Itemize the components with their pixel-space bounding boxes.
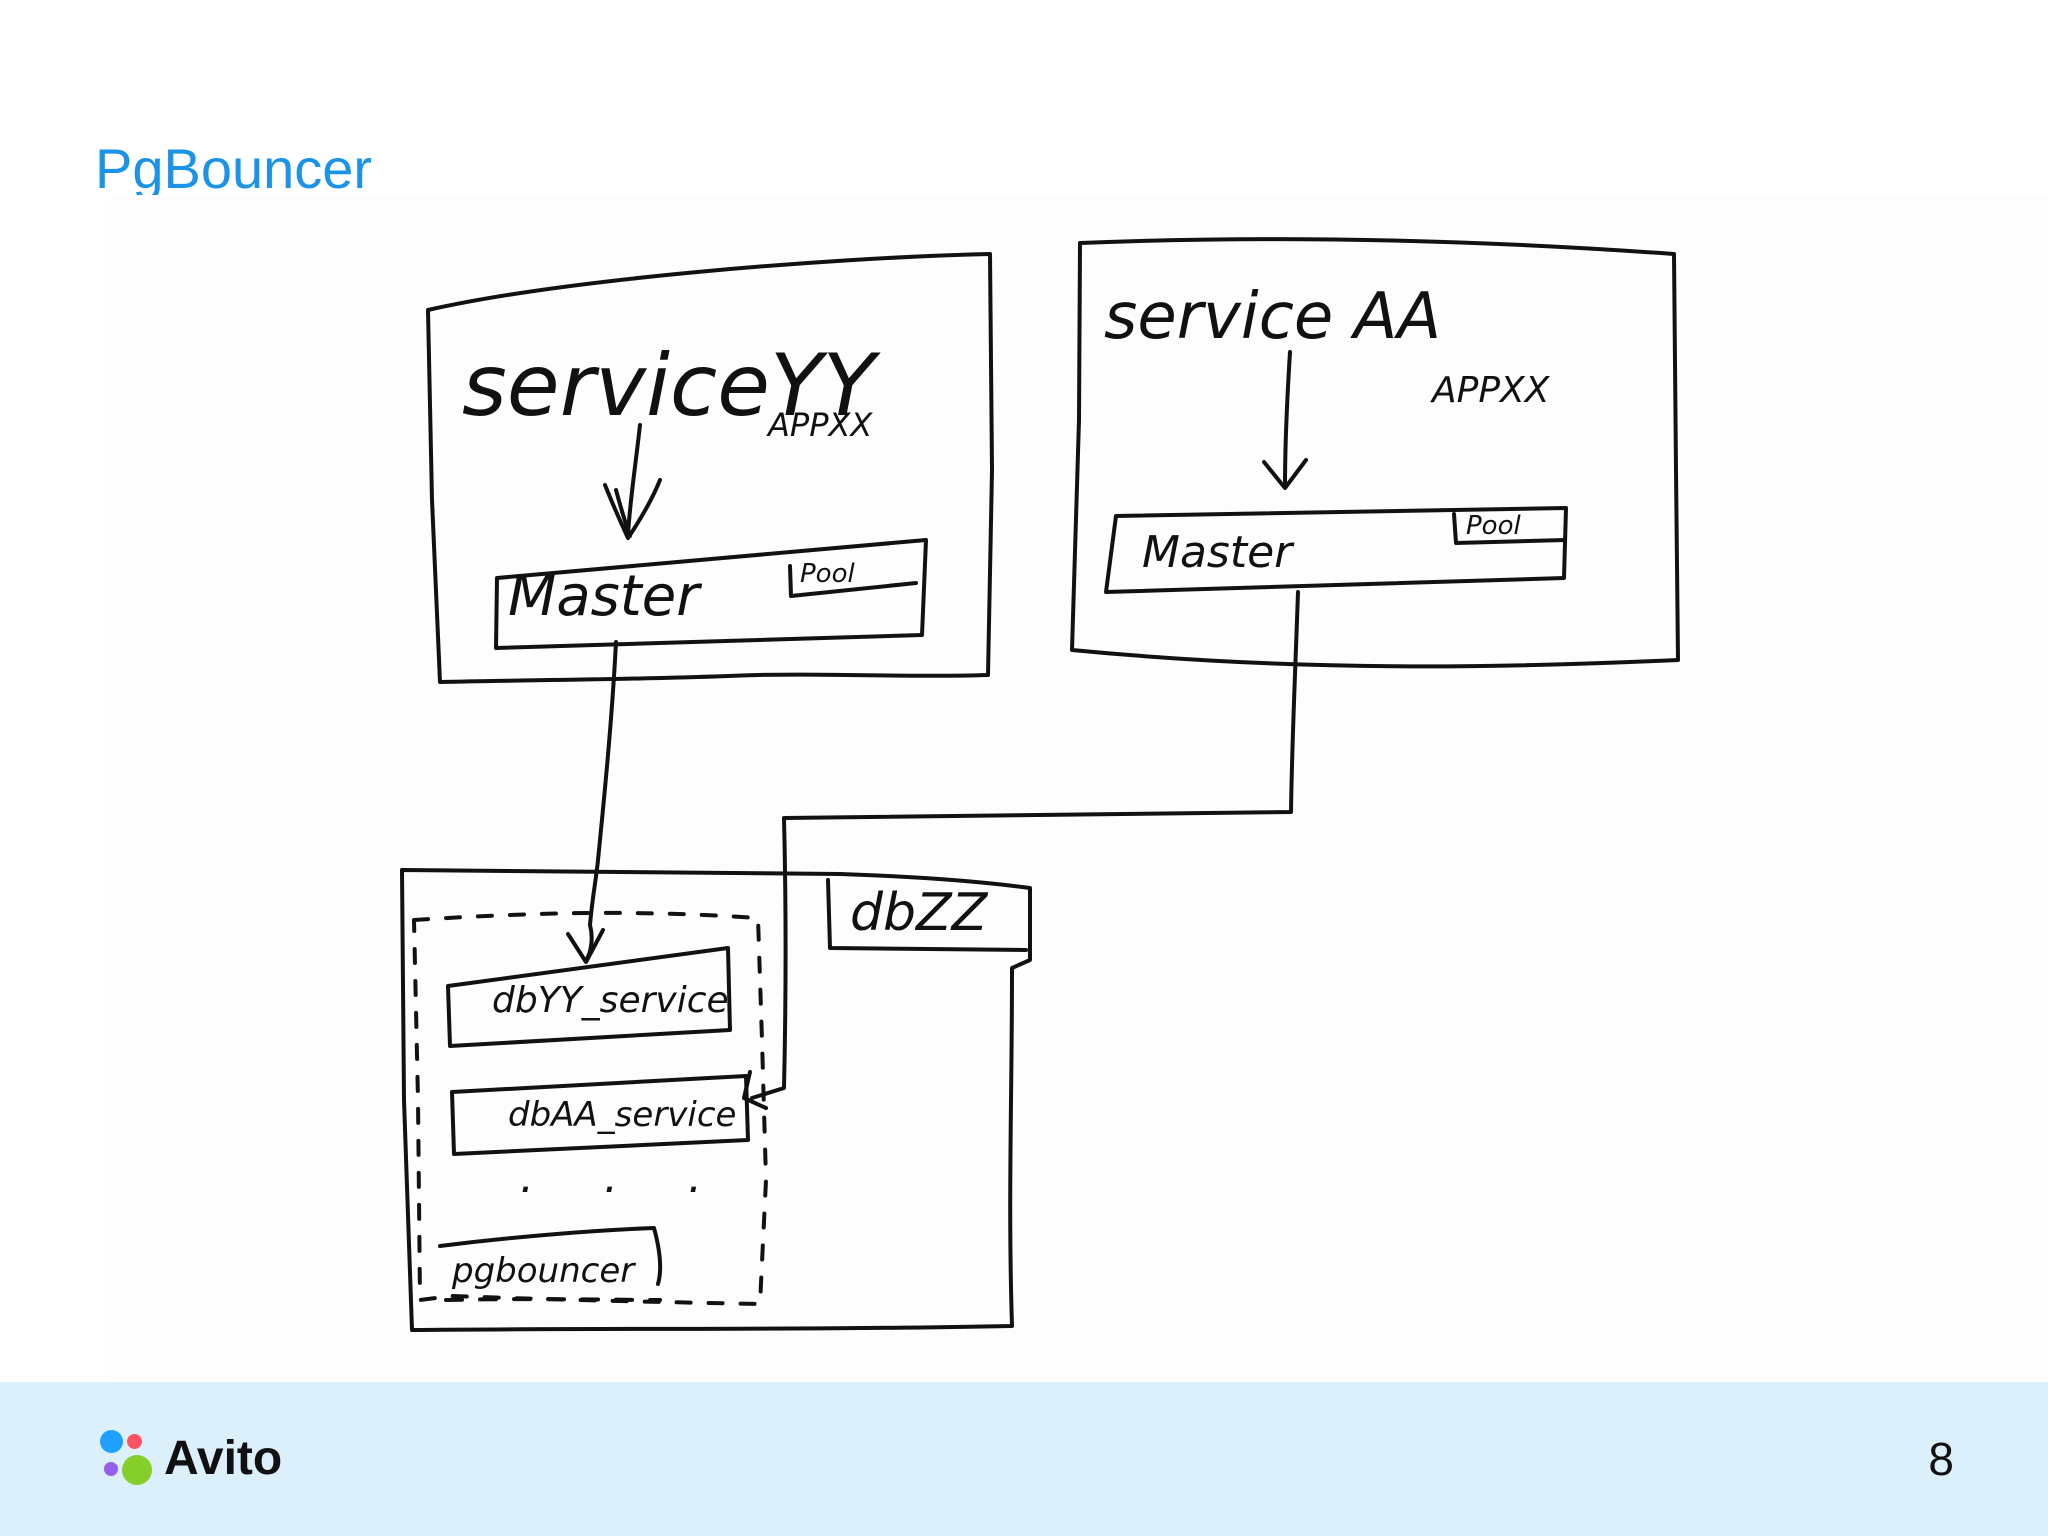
- db-row-2-box: [450, 1074, 750, 1156]
- footer-bar: Avito 8: [0, 1382, 2048, 1536]
- page-number: 8: [1928, 1433, 1954, 1485]
- service-aa-app-label: APPXX: [1430, 370, 1551, 411]
- logo-dot-blue: [100, 1430, 123, 1453]
- logo-dot-purple: [104, 1462, 118, 1476]
- service-yy-app-label: APPXX: [766, 406, 873, 444]
- db-host-label-box: [826, 878, 1028, 952]
- db-row-1-label: dbYY_service: [492, 980, 729, 1021]
- service-yy-title: serviceYY: [462, 336, 882, 436]
- service-yy-pool-box: [788, 564, 918, 598]
- connection-yy-to-dbyy: [584, 640, 618, 962]
- service-aa-pool-box: [1452, 512, 1567, 545]
- service-aa-title: service AA: [1104, 280, 1441, 354]
- pgbouncer-label: pgbouncer: [451, 1251, 636, 1291]
- service-aa-box: service AA APPXX Master Pool: [1070, 237, 1680, 669]
- service-aa-master-bar: [1104, 506, 1568, 594]
- connection-aa-to-dbaa: [750, 590, 1300, 1100]
- avito-logo-mark-icon: [98, 1430, 154, 1486]
- slide-title: PgBouncer: [95, 137, 373, 200]
- db-row-1-box: [446, 946, 732, 1048]
- service-yy-master-label: Master: [508, 564, 702, 629]
- db-host-label: dbZZ: [850, 883, 989, 943]
- service-yy-box: serviceYY APPXX Master Pool: [426, 252, 994, 684]
- service-yy-master-bar: [494, 538, 928, 650]
- avito-logo: Avito: [98, 1428, 282, 1488]
- pgbouncer-box: [438, 1226, 663, 1286]
- db-row-2-label: dbAA_service: [508, 1095, 736, 1135]
- db-list-ellipsis: . . .: [520, 1152, 730, 1203]
- service-aa-arrow: [1283, 350, 1292, 488]
- avito-logo-text: Avito: [164, 1431, 283, 1485]
- service-aa-pool-label: Pool: [1466, 511, 1521, 541]
- service-yy-pool-label: Pool: [800, 559, 855, 589]
- service-aa-master-label: Master: [1142, 527, 1295, 578]
- logo-dot-red: [127, 1434, 142, 1449]
- service-yy-arrow: [626, 423, 642, 537]
- db-host-box: dbZZ dbYY_service dbAA_service . . . pgb…: [400, 868, 1032, 1332]
- logo-dot-green: [122, 1455, 152, 1485]
